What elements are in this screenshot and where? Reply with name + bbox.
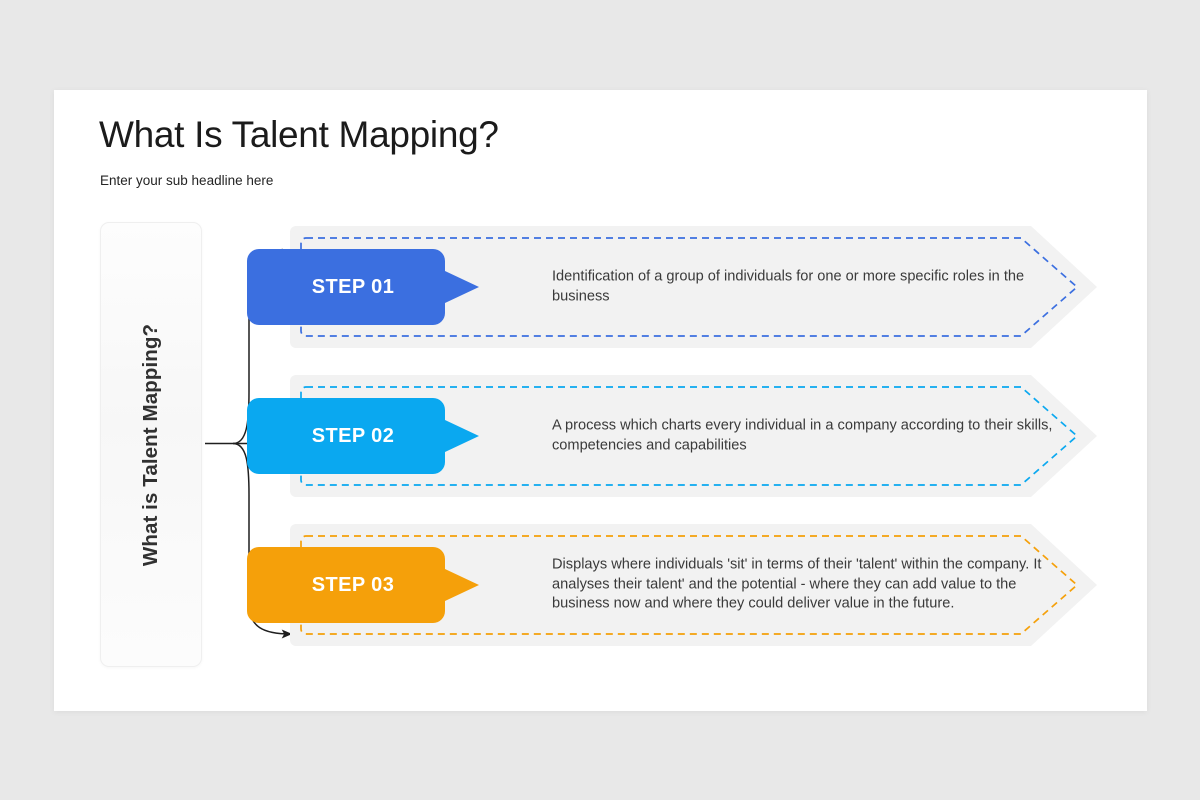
chevron-dashed-outline	[300, 386, 1079, 486]
chevron-backdrop	[290, 226, 1097, 348]
chevron-dashed-outline	[300, 237, 1079, 337]
step-badge[interactable]: STEP 01	[247, 249, 479, 325]
badge-shape	[247, 249, 479, 325]
step-row[interactable]: A process which charts every individual …	[247, 369, 1107, 503]
step-label: STEP 03	[311, 573, 395, 596]
page-title: What Is Talent Mapping?	[99, 114, 499, 155]
step-label: STEP 01	[311, 275, 395, 298]
step-row[interactable]: Displays where individuals 'sit' in term…	[247, 518, 1107, 652]
side-panel-label: What is Talent Mapping?	[139, 323, 162, 566]
step-description: Displays where individuals 'sit' in term…	[552, 556, 1042, 612]
chevron-backdrop	[290, 524, 1097, 646]
step-chevron	[286, 369, 1107, 503]
step-description: Identification of a group of individuals…	[552, 268, 1025, 304]
badge-shape	[247, 398, 479, 474]
step-chevron	[286, 220, 1107, 354]
slide-canvas: What Is Talent Mapping? Enter your sub h…	[54, 90, 1147, 711]
step-description: A process which charts every individual …	[552, 417, 1053, 453]
badge-shape	[247, 547, 479, 623]
step-badge[interactable]: STEP 03	[247, 547, 479, 623]
step-row[interactable]: Identification of a group of individuals…	[247, 220, 1107, 354]
side-panel-card: What is Talent Mapping?	[100, 222, 202, 667]
page-subtitle: Enter your sub headline here	[100, 173, 274, 188]
step-badge[interactable]: STEP 02	[247, 398, 479, 474]
step-chevron	[286, 518, 1107, 652]
chevron-backdrop	[290, 375, 1097, 497]
chevron-dashed-outline	[300, 535, 1079, 635]
step-label: STEP 02	[311, 424, 395, 447]
